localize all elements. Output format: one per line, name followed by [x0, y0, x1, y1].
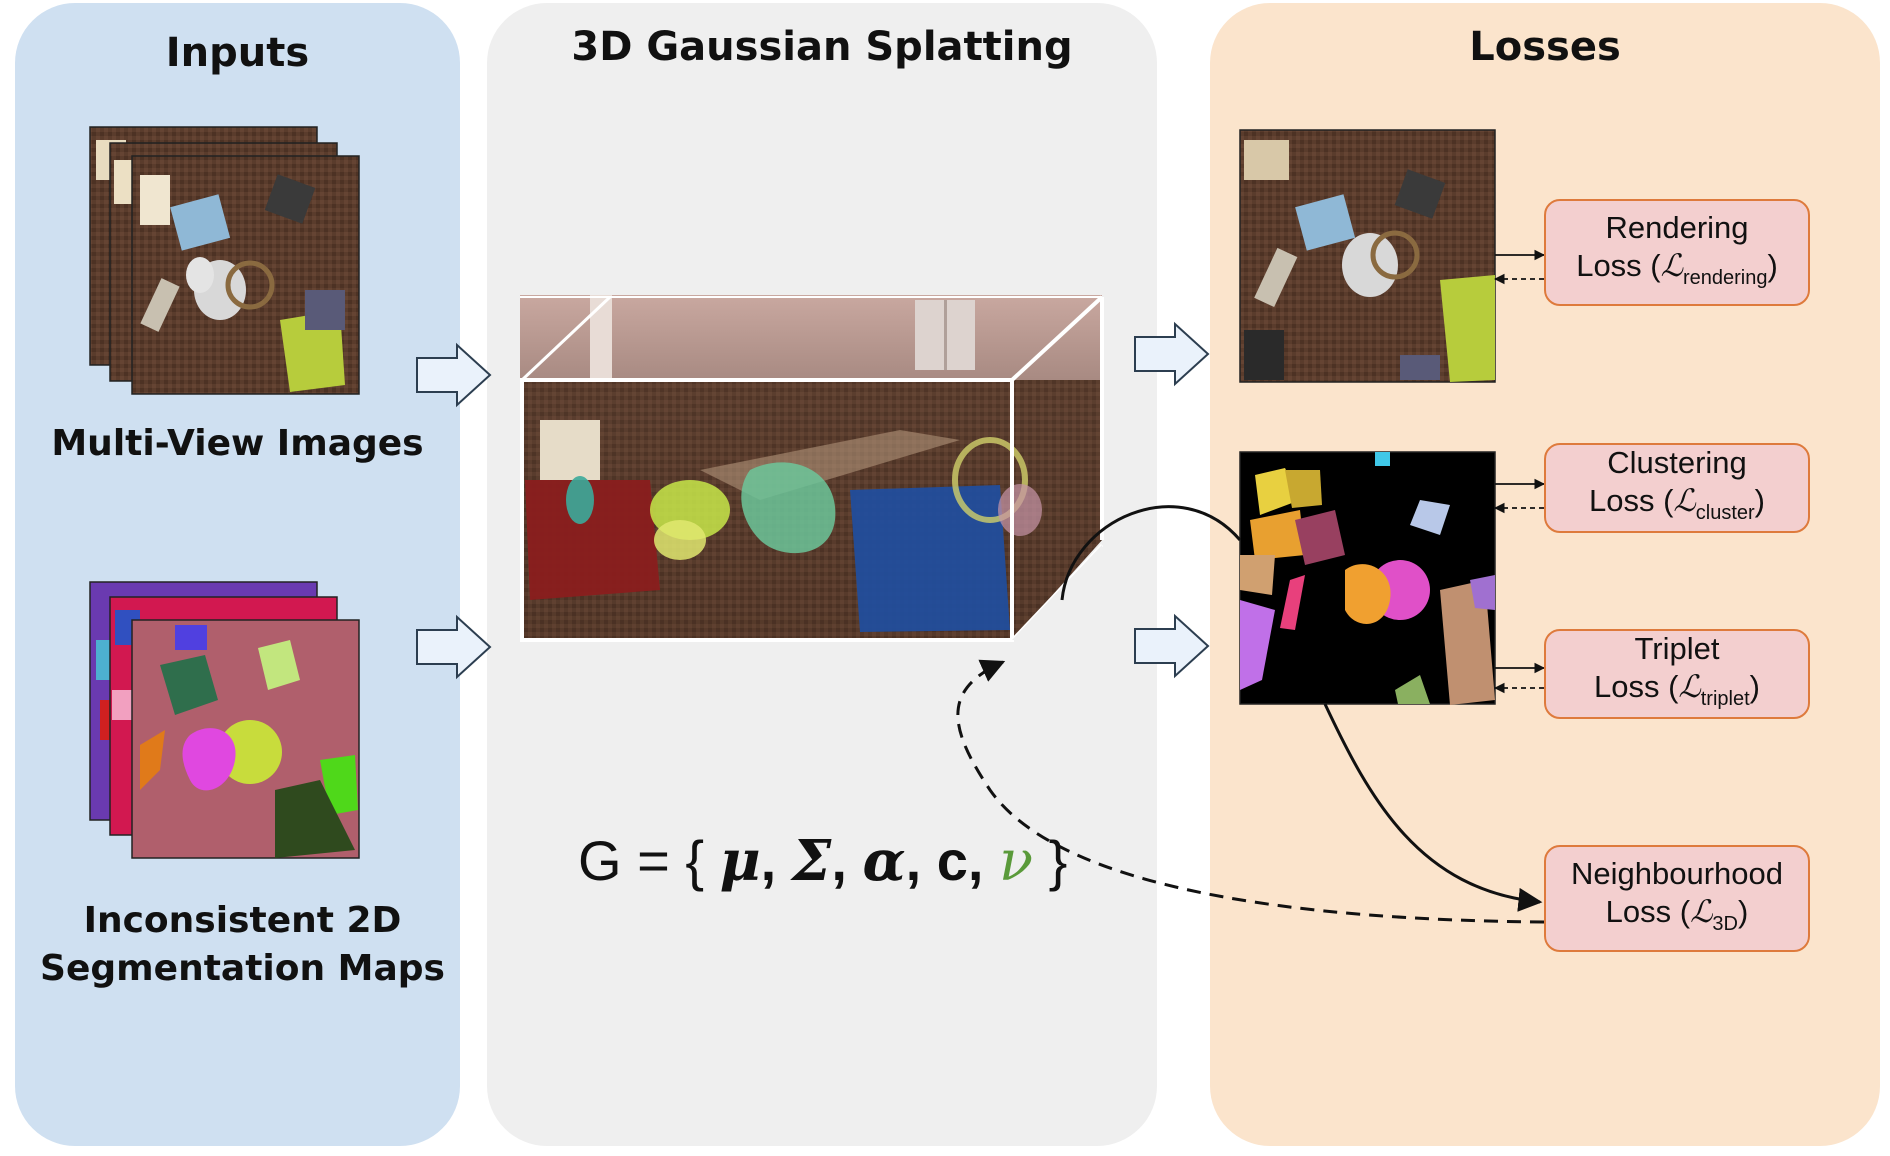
gaussian-splatting-title: 3D Gaussian Splatting	[571, 24, 1073, 70]
formula-close: }	[1048, 829, 1068, 892]
formula-sigma: Σ	[791, 828, 832, 894]
scene-object-cream	[540, 420, 600, 480]
formula-c: c	[936, 829, 968, 892]
gaussian-scene-box	[520, 295, 1104, 642]
rendering-loss-title: Rendering	[1605, 209, 1749, 245]
formula-lhs: G	[578, 829, 622, 892]
formula-open: {	[685, 829, 705, 892]
neighbourhood-loss-formula: Loss (ℒ3D)	[1605, 893, 1749, 935]
rendered-image	[1239, 129, 1496, 383]
block-arrow-segmaps-to-gs	[416, 614, 492, 680]
segmentation-label-line1: Inconsistent 2D	[83, 900, 402, 941]
triplet-loss-title: Triplet	[1634, 631, 1720, 666]
formula-mu: μ	[719, 828, 761, 894]
scene-object-green	[741, 462, 836, 554]
formula-eq: =	[637, 829, 670, 892]
inputs-title: Inputs	[165, 30, 310, 76]
formula-alpha: α	[862, 828, 906, 894]
clustering-loss-box: Clustering Loss (ℒcluster)	[1544, 443, 1810, 533]
multi-view-image-front	[131, 155, 360, 395]
segmentation-maps-label: Inconsistent 2D Segmentation Maps	[15, 897, 470, 993]
scene-object-red	[525, 480, 660, 600]
block-arrow-gs-to-render	[1134, 321, 1210, 387]
triplet-loss-box: Triplet Loss (ℒtriplet)	[1544, 629, 1810, 719]
curve-gs-to-segmentation	[1060, 505, 1242, 601]
multi-view-images-stack	[89, 126, 360, 395]
clustering-loss-title: Clustering	[1607, 445, 1747, 480]
curve-neighbourhood-feedback	[956, 659, 1545, 924]
scene-object-blue	[850, 485, 1010, 632]
block-arrow-images-to-gs	[416, 342, 492, 408]
gaussian-parameter-formula: G = { μ, Σ, α, c, ν }	[578, 828, 1068, 894]
formula-nu: ν	[999, 829, 1034, 894]
connector-triplet-loss	[1493, 662, 1546, 694]
losses-title: Losses	[1469, 24, 1621, 70]
curve-segmentation-to-neighbourhood	[1323, 703, 1543, 912]
rendering-loss-box: Rendering Loss (ℒrendering)	[1544, 199, 1810, 306]
neighbourhood-loss-box: Neighbourhood Loss (ℒ3D)	[1544, 845, 1810, 952]
rendering-loss-formula: Loss (ℒrendering)	[1576, 247, 1778, 289]
connector-clustering-loss	[1493, 478, 1546, 514]
segmentation-label-line2: Segmentation Maps	[40, 948, 445, 989]
neighbourhood-loss-title: Neighbourhood	[1570, 855, 1783, 891]
rendered-segmentation	[1239, 451, 1496, 705]
triplet-loss-formula: Loss (ℒtriplet)	[1594, 669, 1760, 710]
segmentation-map-front	[131, 619, 360, 859]
connector-rendering-loss	[1493, 249, 1546, 285]
multi-view-images-label: Multi-View Images	[51, 423, 424, 464]
segmentation-maps-stack	[89, 581, 360, 859]
block-arrow-gs-to-segmentation	[1134, 613, 1210, 679]
clustering-loss-formula: Loss (ℒcluster)	[1589, 483, 1765, 524]
